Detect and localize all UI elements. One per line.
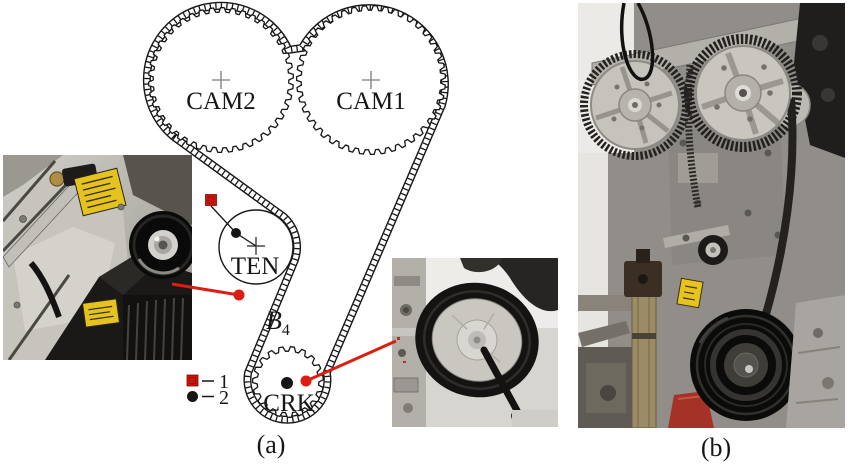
tensioner-photo: [3, 155, 192, 360]
callout-to-crankshaft-photo: [300, 339, 397, 387]
ten-sensor-annotation: [205, 194, 257, 247]
warning-label-top: [73, 167, 127, 217]
black-dot-marker: [231, 228, 241, 238]
belt-span-label: B4: [266, 306, 290, 339]
legend-item-2: 2: [187, 387, 229, 409]
legend-label-2: 2: [219, 387, 229, 409]
cam1-label: CAM1: [336, 88, 405, 115]
ribbed-belt: [123, 295, 192, 360]
crk-dot-marker: [281, 377, 293, 389]
dark-corner-shadow: [488, 258, 558, 312]
crk-label: CRK: [263, 390, 314, 417]
tensioner-photo-art: [3, 155, 192, 360]
ten-label: TEN: [231, 253, 280, 280]
red-stand-highlight: [677, 395, 705, 400]
cam-pulley-left: [580, 50, 690, 160]
tool-rod: [480, 346, 524, 420]
crankshaft-photo-art: [392, 258, 558, 427]
crk-sprocket: [251, 346, 324, 419]
cam1-sprocket: [295, 4, 447, 156]
caption-b: (b): [700, 433, 732, 462]
caption-a: (a): [256, 430, 286, 459]
callout-line-right: [305, 339, 397, 383]
legend-item-1: 1: [186, 371, 229, 393]
callout-dot-left: [233, 289, 245, 301]
dark-top-bracket: [460, 258, 502, 273]
bottom-right-block: [786, 295, 845, 428]
cam2-sprocket: [147, 6, 295, 154]
black-hose: [28, 261, 62, 319]
timing-belt-right-run: [760, 98, 797, 323]
yellow-label: [676, 277, 704, 309]
legend-label-1: 1: [219, 371, 229, 393]
sensor-lead-line: [210, 205, 257, 247]
brass-bolt: [49, 171, 65, 187]
red-square-marker: [186, 374, 199, 387]
floor-patch: [512, 410, 558, 427]
cam2-label: CAM2: [186, 88, 255, 115]
legend: 1 2: [186, 371, 229, 409]
cam-pulley-right: [684, 34, 802, 152]
black-dot-marker: [187, 391, 198, 402]
test-bench: [578, 249, 662, 428]
callout-dot-right: [300, 375, 312, 387]
red-square-texture: [207, 196, 215, 204]
cam1-center-mark: [362, 71, 380, 89]
crank-pulley: [690, 309, 802, 421]
idler-pulley: [698, 235, 728, 265]
engine-photo: [578, 3, 845, 428]
hanging-belt-loop: [619, 3, 655, 81]
small-bolts: [13, 203, 125, 309]
ten-pulley: [218, 209, 294, 285]
warning-label-bottom: [81, 298, 121, 328]
center-block: [663, 121, 786, 265]
engine-photo-art: [578, 3, 845, 428]
red-square-marker: [205, 194, 217, 206]
cam2-center-mark: [212, 71, 230, 89]
red-square-texture: [189, 377, 196, 384]
ten-center-mark: [247, 237, 265, 255]
crankshaft-photo: [392, 258, 558, 427]
